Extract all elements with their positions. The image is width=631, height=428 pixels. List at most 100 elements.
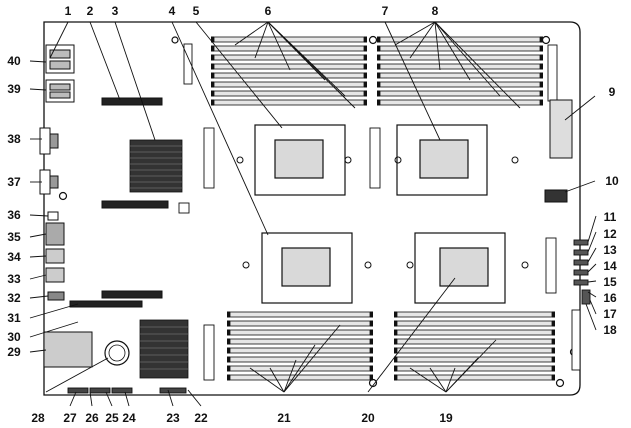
dimm-slot-bank1-3 (213, 54, 365, 61)
dimm-latch (394, 347, 397, 354)
dimm-latch (552, 365, 555, 372)
callout-27: 27 (63, 411, 77, 425)
dimm-slot-bank3-6 (229, 356, 371, 363)
dimm-latch (227, 347, 230, 354)
pcie-slots (69, 97, 169, 308)
callout-34: 34 (7, 250, 21, 264)
callout-16: 16 (603, 291, 617, 305)
callout-32: 32 (7, 291, 21, 305)
dimm-latch (377, 36, 380, 43)
dimm-slot-bank2-5 (379, 72, 541, 79)
dimm-latch (394, 320, 397, 327)
dimm-latch (364, 81, 367, 88)
dimm-latch (394, 365, 397, 372)
dimm-slots (211, 36, 555, 381)
callout-7: 7 (382, 4, 389, 18)
callout-1: 1 (65, 4, 72, 18)
dimm-latch (394, 374, 397, 381)
callout-38: 38 (7, 132, 21, 146)
callout-33: 33 (7, 272, 21, 286)
dimm-latch (370, 311, 373, 318)
dimm-latch (370, 374, 373, 381)
dimm-slot-bank4-7 (396, 365, 553, 372)
dimm-latch (540, 63, 543, 70)
dimm-latch (377, 81, 380, 88)
callout-2: 2 (87, 4, 94, 18)
dimm-slot-bank2-3 (379, 54, 541, 61)
callout-11: 11 (604, 210, 617, 224)
dimm-latch (540, 36, 543, 43)
dimm-slot-bank1-2 (213, 45, 365, 52)
callout-4: 4 (169, 4, 176, 18)
dimm-latch (552, 356, 555, 363)
dimm-slot-bank1-1 (213, 36, 365, 43)
cmos-battery-inner (108, 344, 126, 362)
dimm-latch (552, 374, 555, 381)
dimm-slot-bank4-1 (396, 311, 553, 318)
dimm-latch (211, 54, 214, 61)
callout-22: 22 (194, 411, 208, 425)
dimm-slot-bank4-5 (396, 347, 553, 354)
callout-18: 18 (603, 323, 617, 337)
dimm-latch (364, 54, 367, 61)
dimm-latch (227, 311, 230, 318)
callouts-left: 29 30 31 32 33 34 35 36 37 38 39 40 (7, 54, 21, 359)
dimm-latch (227, 338, 230, 345)
small-connectors (178, 43, 581, 381)
dimm-latch (540, 99, 543, 106)
callout-17: 17 (603, 307, 617, 321)
dimm-latch (227, 320, 230, 327)
callout-29: 29 (7, 345, 21, 359)
dimm-slot-bank3-1 (229, 311, 371, 318)
callout-39: 39 (7, 82, 21, 96)
dimm-latch (394, 329, 397, 336)
dimm-latch (540, 90, 543, 97)
bottom-connectors (67, 387, 187, 394)
dimm-slot-bank4-3 (396, 329, 553, 336)
dimm-slot-bank2-4 (379, 63, 541, 70)
dimm-latch (370, 320, 373, 327)
callout-23: 23 (166, 411, 180, 425)
callout-6: 6 (265, 4, 272, 18)
dimm-latch (211, 99, 214, 106)
dimm-latch (211, 81, 214, 88)
callout-5: 5 (193, 4, 200, 18)
dimm-slot-bank3-5 (229, 347, 371, 354)
dimm-latch (552, 329, 555, 336)
dimm-latch (227, 356, 230, 363)
dimm-latch (364, 99, 367, 106)
callout-13: 13 (603, 243, 617, 257)
callout-35: 35 (7, 230, 21, 244)
dimm-slot-bank1-5 (213, 72, 365, 79)
callout-9: 9 (609, 85, 616, 99)
callout-14: 14 (603, 259, 617, 273)
dimm-latch (377, 54, 380, 61)
leader-lines (29, 21, 597, 407)
dimm-latch (211, 45, 214, 52)
cpu-sockets (254, 124, 506, 304)
rear-io-ports (39, 44, 75, 301)
callouts-bottom: 19 20 21 22 23 24 25 26 27 28 (31, 411, 453, 425)
dimm-latch (364, 63, 367, 70)
callout-37: 37 (7, 175, 21, 189)
dimm-latch (211, 63, 214, 70)
callout-26: 26 (85, 411, 99, 425)
dimm-latch (364, 90, 367, 97)
callout-28: 28 (31, 411, 45, 425)
callout-10: 10 (605, 174, 619, 188)
power-connector-2 (544, 189, 568, 203)
dimm-latch (540, 81, 543, 88)
dimm-slot-bank4-8 (396, 374, 553, 381)
callout-30: 30 (7, 330, 21, 344)
dimm-latch (370, 347, 373, 354)
dimm-slot-bank4-4 (396, 338, 553, 345)
dimm-latch (211, 72, 214, 79)
dimm-slot-bank1-6 (213, 81, 365, 88)
callout-19: 19 (439, 411, 453, 425)
dimm-latch (540, 45, 543, 52)
callout-12: 12 (603, 227, 617, 241)
dimm-slot-bank2-7 (379, 90, 541, 97)
callout-21: 21 (277, 411, 291, 425)
dimm-latch (364, 45, 367, 52)
